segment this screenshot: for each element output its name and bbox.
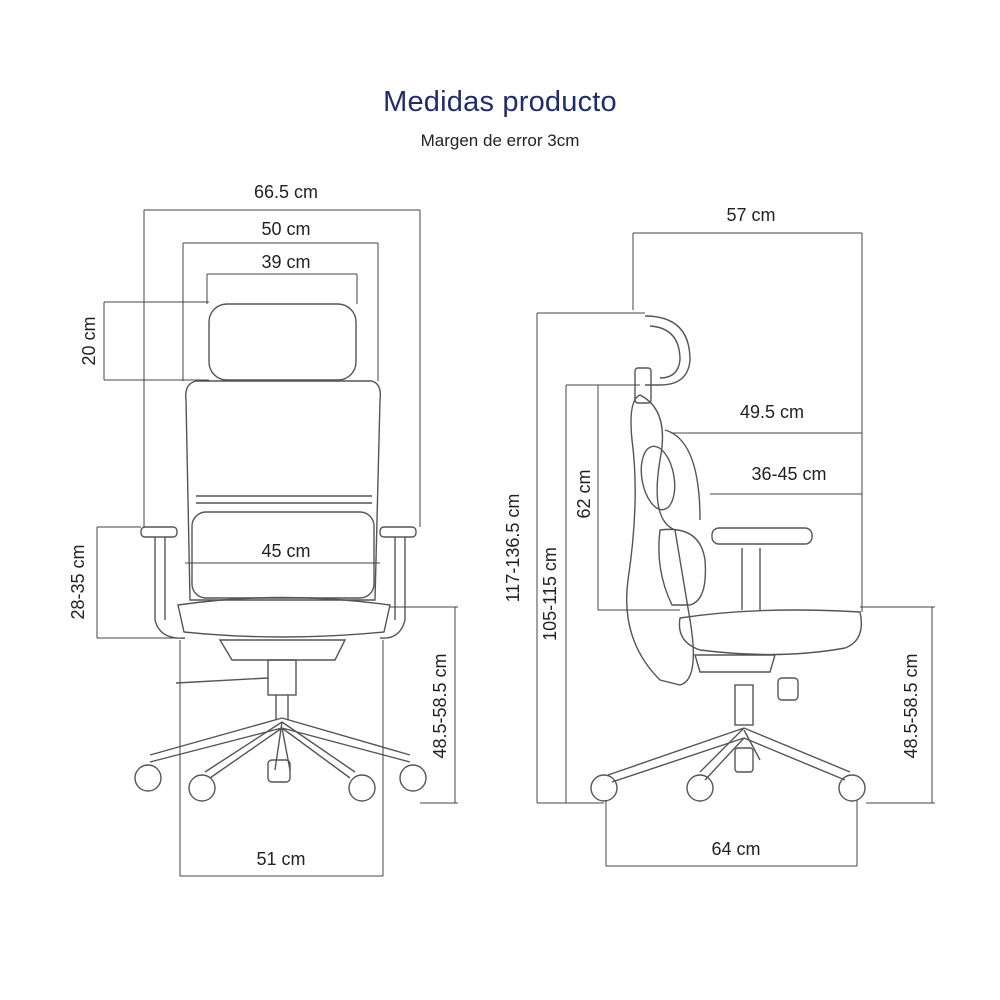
- side-dimensions: 57 cm 49.5 cm 36-45 cm 62 cm 117-136.5 c…: [503, 205, 935, 867]
- dim-front-seat-height: 48.5-58.5 cm: [430, 653, 450, 758]
- page-subtitle: Margen de error 3cm: [420, 131, 580, 150]
- front-seat: [177, 596, 391, 638]
- dim-headrest-height: 20 cm: [79, 316, 99, 365]
- dim-seat-width: 45 cm: [261, 541, 310, 561]
- dim-back-height: 105-115 cm: [540, 547, 560, 641]
- side-headrest: [644, 315, 691, 386]
- page-title: Medidas producto: [383, 86, 617, 118]
- front-dimensions: 66.5 cm 50 cm 39 cm 20 cm 28-35 cm 45 cm…: [68, 182, 458, 877]
- side-cylinder: [734, 684, 754, 726]
- dim-overall-depth: 57 cm: [726, 205, 775, 225]
- dim-base-depth: 64 cm: [711, 839, 760, 859]
- front-caster: [134, 764, 162, 792]
- dim-backrest-width: 50 cm: [261, 219, 310, 239]
- side-chair-drawing: [590, 315, 866, 802]
- dim-total-height: 117-136.5 cm: [503, 494, 523, 603]
- side-backrest: [625, 394, 695, 686]
- side-caster: [590, 774, 618, 802]
- front-backrest: [185, 380, 382, 601]
- dim-backrest-height: 62 cm: [574, 469, 594, 518]
- dim-armrest-height: 28-35 cm: [68, 544, 88, 619]
- side-base: [607, 727, 851, 776]
- front-chair-drawing: [134, 303, 427, 802]
- dim-seat-depth: 49.5 cm: [740, 402, 804, 422]
- front-armrest-left: [140, 526, 178, 538]
- front-base: [149, 717, 411, 773]
- dim-overall-width: 66.5 cm: [254, 182, 318, 202]
- dim-seat-depth-adjust: 36-45 cm: [751, 464, 826, 484]
- dim-base-width: 51 cm: [256, 849, 305, 869]
- side-seat: [678, 609, 863, 656]
- front-armrest-right: [379, 526, 417, 538]
- dim-headrest-width: 39 cm: [261, 252, 310, 272]
- front-cylinder: [267, 659, 297, 696]
- dim-side-seat-height: 48.5-58.5 cm: [901, 653, 921, 758]
- front-headrest: [208, 303, 357, 381]
- side-armrest: [711, 527, 813, 545]
